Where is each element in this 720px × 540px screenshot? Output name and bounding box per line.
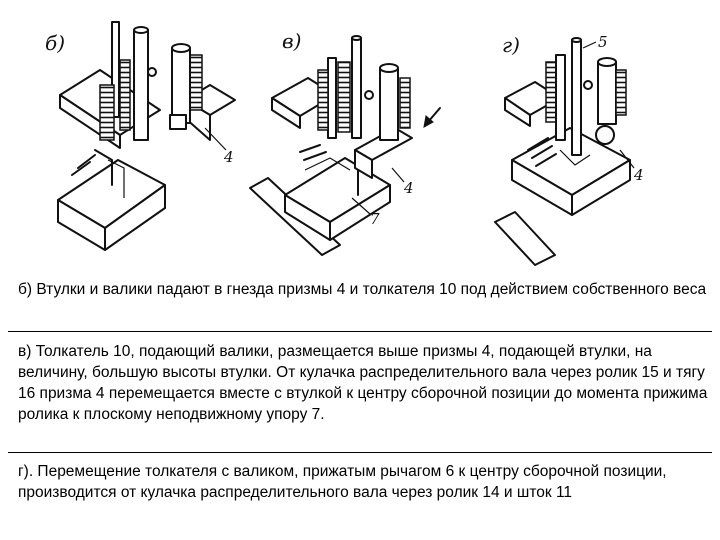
panel-b-label: б) (45, 31, 65, 55)
caption-v: в) Толкатель 10, подающий валики, размещ… (18, 341, 708, 425)
caption-divider (8, 331, 712, 332)
panel-g-drawing (494, 37, 635, 266)
caption-b: б) Втулки и валики падают в гнезда призм… (18, 279, 708, 300)
caption-divider (8, 452, 712, 453)
panel-v-callout-4: 4 (403, 179, 414, 197)
panel-b-callout-4: 4 (223, 148, 234, 166)
caption-b-text: б) Втулки и валики падают в гнезда призм… (18, 281, 707, 298)
caption-g-text: г). Перемещение толкателя с валиком, при… (18, 463, 667, 501)
panel-v-label: в) (282, 29, 301, 53)
caption-v-text: в) Толкатель 10, подающий валики, размещ… (18, 343, 708, 423)
caption-g: г). Перемещение толкателя с валиком, при… (18, 461, 708, 503)
panel-g-callout-4: 4 (633, 166, 644, 184)
panel-v-callout-7: 7 (370, 210, 380, 228)
panel-g-callout-5: 5 (598, 33, 608, 51)
panel-v-drawing (249, 35, 441, 256)
mechanism-figure: б) 4 в) 4 7 (45, 21, 644, 266)
panel-b-drawing (57, 21, 236, 251)
panel-g-label: г) (502, 33, 520, 57)
